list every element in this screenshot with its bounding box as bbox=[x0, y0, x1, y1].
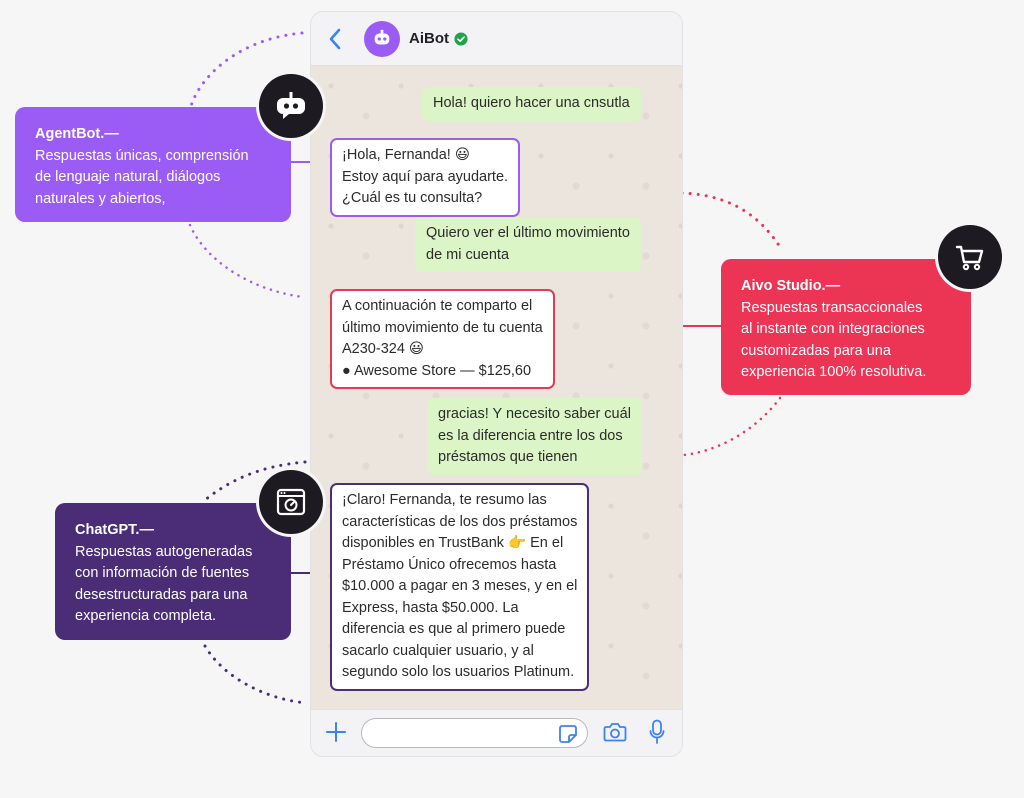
robot-icon bbox=[277, 92, 305, 119]
outgoing-message: gracias! Y necesito saber cuál es la dif… bbox=[427, 398, 642, 475]
aivo-studio-card: Aivo Studio.— Respuestas transaccionales… bbox=[721, 259, 971, 395]
message-input[interactable] bbox=[361, 718, 588, 748]
chatgpt-badge bbox=[259, 470, 323, 534]
agentbot-card: AgentBot.— Respuestas únicas, comprensió… bbox=[15, 107, 291, 222]
chat-header: AiBot bbox=[311, 12, 682, 66]
agentbot-badge bbox=[259, 74, 323, 138]
incoming-message-agentbot: ¡Hola, Fernanda! 😃 Estoy aquí para ayuda… bbox=[330, 138, 521, 217]
outgoing-message: Hola! quiero hacer una cnsutla bbox=[422, 87, 641, 121]
phone-chat-window: AiBot Hola! quiero hacer una cnsutla ¡Ho… bbox=[311, 12, 682, 756]
card-title: ChatGPT.— bbox=[75, 522, 154, 538]
chat-contact-name[interactable]: AiBot bbox=[409, 30, 449, 47]
bot-avatar[interactable] bbox=[364, 20, 400, 57]
card-title: AgentBot.— bbox=[35, 126, 119, 142]
message-list: Hola! quiero hacer una cnsutla ¡Hola, Fe… bbox=[311, 66, 682, 709]
chevron-left-icon bbox=[329, 28, 341, 49]
incoming-message-aivo: A continuación te comparto el último mov… bbox=[330, 289, 555, 389]
microphone-icon[interactable] bbox=[649, 719, 665, 745]
back-button[interactable] bbox=[326, 26, 344, 52]
camera-icon[interactable] bbox=[603, 722, 627, 742]
aivo-studio-badge bbox=[938, 225, 1002, 289]
chatgpt-card: ChatGPT.— Respuestas autogeneradas con i… bbox=[55, 503, 291, 640]
sticker-icon[interactable] bbox=[558, 724, 578, 744]
card-title: Aivo Studio.— bbox=[741, 278, 841, 294]
message-composer bbox=[311, 709, 682, 756]
incoming-message-chatgpt: ¡Claro! Fernanda, te resumo las caracter… bbox=[330, 483, 590, 691]
browser-window-icon bbox=[276, 488, 306, 516]
verified-check-icon bbox=[454, 31, 468, 46]
cart-icon bbox=[955, 245, 984, 271]
outgoing-message: Quiero ver el último movimiento de mi cu… bbox=[415, 217, 641, 272]
robot-icon bbox=[374, 29, 390, 44]
plus-icon[interactable] bbox=[325, 721, 347, 743]
